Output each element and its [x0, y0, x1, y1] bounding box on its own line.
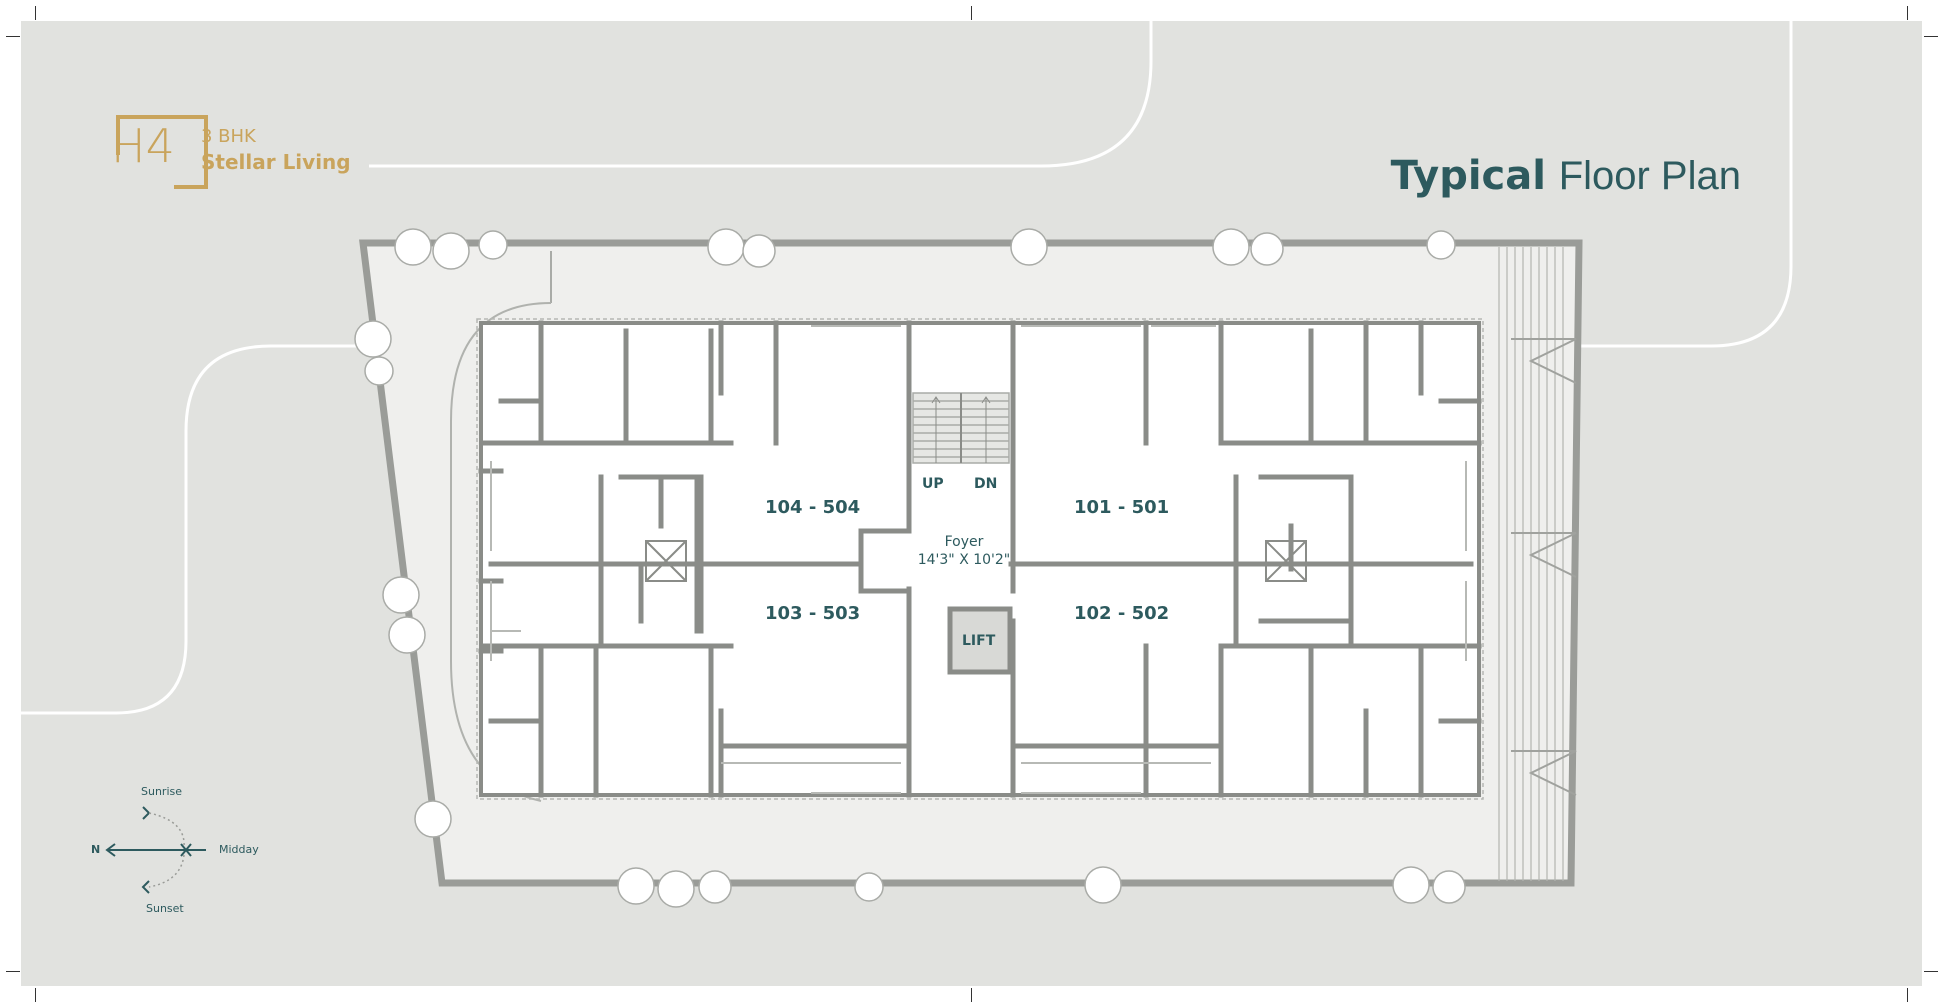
- logo-subtitle: 3 BHK: [201, 126, 256, 147]
- road-curve-left: [21, 344, 359, 715]
- compass-sunrise-label: Sunrise: [141, 785, 183, 798]
- landscape-plants: [354, 228, 1466, 908]
- floor-plan-drawing: [21, 21, 1793, 908]
- page-title: Typical Floor Plan: [1391, 151, 1741, 201]
- title-light: Floor Plan: [1558, 154, 1741, 198]
- logo-text: H4: [111, 119, 175, 173]
- road-curve-top: [369, 21, 1153, 168]
- foyer-size: 14'3" X 10'2": [917, 552, 1011, 568]
- compass-sunset-label: Sunset: [146, 902, 184, 915]
- logo-tagline: Stellar Living: [201, 150, 351, 174]
- crop-mark: [35, 6, 36, 20]
- foyer-label: Foyer 14'3" X 10'2": [914, 533, 1014, 569]
- crop-mark: [1924, 971, 1938, 972]
- stairs-down-label: DN: [974, 476, 998, 492]
- interior-walls: [478, 320, 1482, 798]
- compass-north-label: N: [91, 843, 101, 856]
- lift-label: LIFT: [962, 633, 996, 649]
- compass-midday-label: Midday: [219, 843, 259, 856]
- logo-frame-icon: [116, 115, 208, 189]
- unit-label-top-right: 101 - 501: [1074, 497, 1170, 518]
- crop-mark: [6, 36, 20, 37]
- staircase: [912, 392, 1010, 464]
- crop-mark: [1907, 988, 1908, 1002]
- crop-mark: [35, 988, 36, 1002]
- title-bold: Typical: [1390, 153, 1546, 199]
- stairs-up-label: UP: [922, 476, 944, 492]
- crop-mark: [1907, 6, 1908, 20]
- duct-shaft-left: [645, 540, 687, 582]
- brand-logo: [114, 115, 209, 191]
- duct-shaft-right: [1265, 540, 1307, 582]
- ramp-markers: [1511, 338, 1577, 796]
- crop-mark: [6, 971, 20, 972]
- unit-label-bottom-right: 102 - 502: [1074, 603, 1170, 624]
- unit-label-top-left: 104 - 504: [765, 497, 861, 518]
- plan-sheet: H4 3 BHK Stellar Living Typical Floor Pl…: [21, 21, 1922, 986]
- compass: [105, 806, 206, 894]
- crop-mark: [971, 6, 972, 20]
- crop-mark: [971, 988, 972, 1002]
- road-curve-right: [1551, 21, 1793, 348]
- crop-mark: [1924, 36, 1938, 37]
- lift-box: [947, 606, 1013, 675]
- foyer-name: Foyer: [944, 534, 984, 550]
- unit-label-bottom-left: 103 - 503: [765, 603, 861, 624]
